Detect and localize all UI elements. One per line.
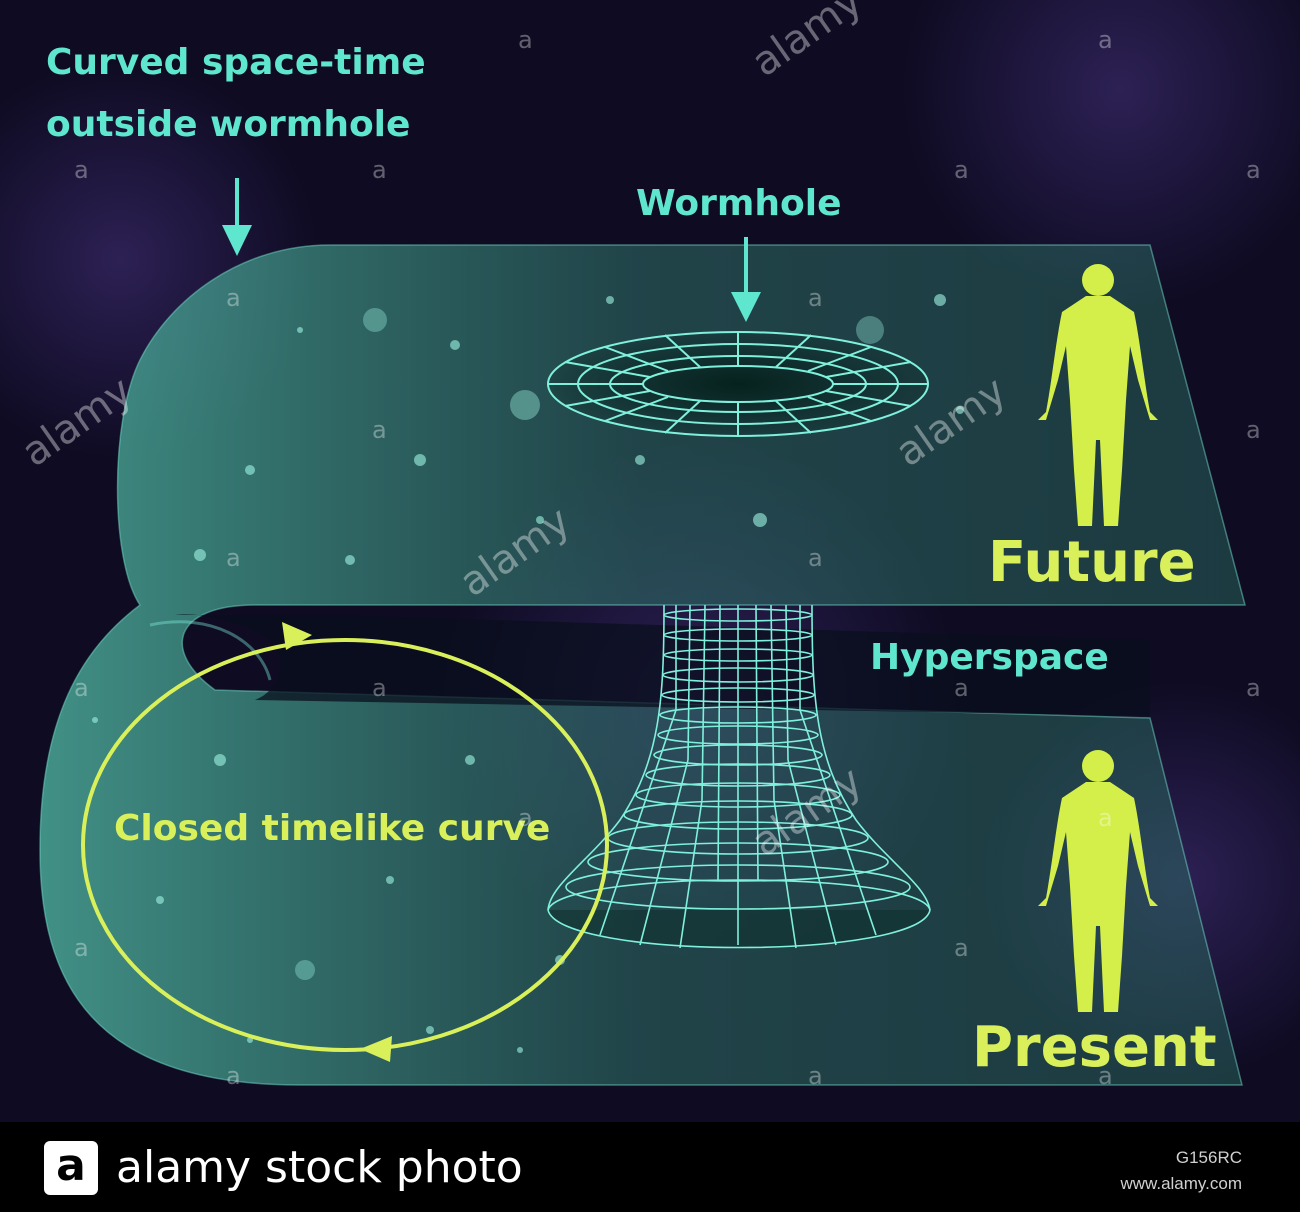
watermark-letter: a — [1246, 156, 1261, 184]
spacetime-sheet — [39, 244, 1246, 1086]
watermark-letter: a — [74, 156, 89, 184]
watermark-letter: a — [74, 674, 89, 702]
image-code: G156RC — [1175, 1148, 1242, 1167]
footer-brand: alamy stock photo — [116, 1142, 523, 1193]
watermark-letter: a — [1098, 1062, 1113, 1090]
alamy-logo-icon: a — [44, 1141, 98, 1195]
watermark-letter: a — [518, 804, 533, 832]
nebula-glow — [900, 0, 1300, 310]
wormhole-throat-grid — [547, 604, 931, 949]
watermark-letter: a — [372, 416, 387, 444]
curved-spacetime-label-line2: outside wormhole — [46, 104, 411, 145]
watermark-letter: a — [518, 26, 533, 54]
watermark-letter: a — [808, 284, 823, 312]
fold-edge — [149, 620, 272, 681]
pointer-arrows — [222, 178, 761, 322]
human-figure-future — [1038, 264, 1158, 526]
hyperspace-label: Hyperspace — [870, 637, 1109, 678]
closed-timelike-curve-label: Closed timelike curve — [114, 808, 551, 849]
watermark-letter: a — [1098, 26, 1113, 54]
stock-photo-footer: a alamy stock photo G156RC www.alamy.com — [0, 1122, 1300, 1212]
human-figure-present — [1038, 750, 1158, 1012]
watermark-letter: a — [1246, 674, 1261, 702]
watermark-letter: a — [226, 284, 241, 312]
curved-spacetime-label-line1: Curved space-time — [46, 42, 426, 83]
watermark-letter: a — [226, 544, 241, 572]
watermark-letter: a — [372, 156, 387, 184]
closed-timelike-curve — [81, 638, 609, 1052]
wormhole-mouth-grid — [547, 331, 929, 437]
watermark-letter: a — [954, 934, 969, 962]
watermark-letter: a — [372, 674, 387, 702]
watermark-letter: a — [808, 1062, 823, 1090]
diagram-stage: Curved space-time outside wormhole Wormh… — [0, 0, 1300, 1090]
star-particles — [92, 294, 964, 1053]
present-label: Present — [972, 1015, 1217, 1080]
watermark-letter: a — [1098, 804, 1113, 832]
curve-arrowhead-bottom — [360, 1036, 392, 1062]
watermark-letter: a — [808, 544, 823, 572]
watermark-letter: a — [954, 674, 969, 702]
watermark-letter: a — [226, 1062, 241, 1090]
future-label: Future — [988, 530, 1196, 595]
watermark-letter: a — [1246, 416, 1261, 444]
watermark-letter: a — [954, 156, 969, 184]
curve-arrowhead-top — [282, 622, 312, 650]
watermark-letter: a — [74, 934, 89, 962]
wormhole-illustration — [0, 0, 1300, 1086]
wormhole-label: Wormhole — [636, 183, 842, 224]
website-url: www.alamy.com — [1120, 1174, 1242, 1193]
